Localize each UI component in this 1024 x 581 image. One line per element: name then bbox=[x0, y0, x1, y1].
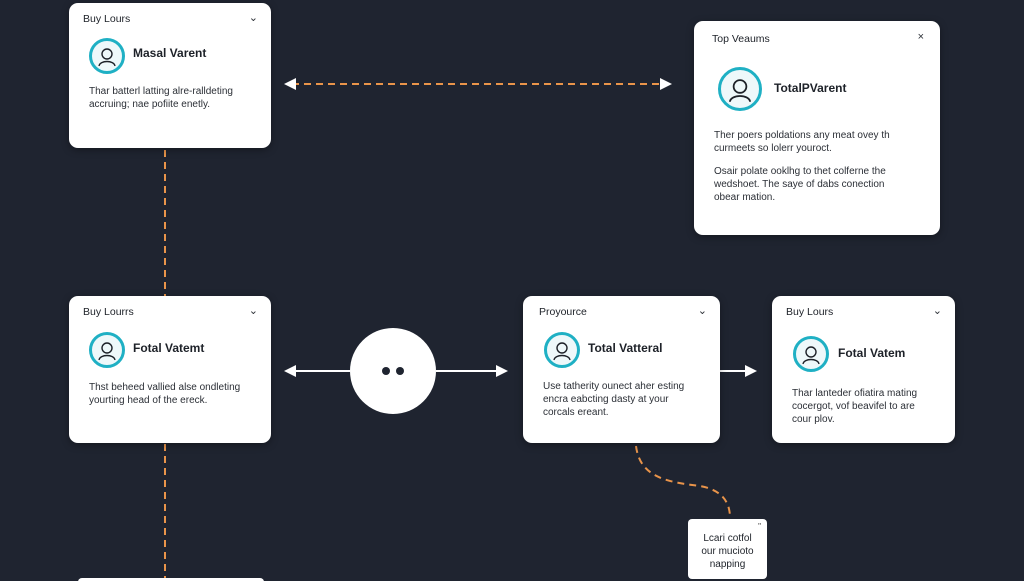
person-icon bbox=[98, 342, 116, 361]
node-card-mid-right[interactable]: Buy Lours ⌄ Fotal Vatem Thar lanteder of… bbox=[772, 296, 955, 443]
avatar bbox=[718, 67, 762, 111]
note-text: Lcari cotfol our mucioto napping bbox=[688, 519, 767, 571]
description-line: accruing; nae pofiite enetly. bbox=[89, 99, 211, 110]
card-title: Fotal Vatemt bbox=[133, 341, 205, 355]
arrow-right-icon bbox=[660, 78, 672, 90]
card-title: TotalPVarent bbox=[774, 81, 847, 95]
description-line: encra eabcting dasty at your bbox=[543, 394, 669, 405]
note-line: napping bbox=[709, 559, 746, 570]
avatar bbox=[89, 38, 125, 74]
chevron-down-icon[interactable]: ⌄ bbox=[697, 305, 707, 317]
annotation-note[interactable]: " Lcari cotfol our mucioto napping bbox=[688, 519, 767, 579]
arrow-left-icon bbox=[284, 78, 296, 90]
avatar bbox=[89, 332, 125, 368]
avatar bbox=[793, 336, 829, 372]
junction-node[interactable] bbox=[350, 328, 436, 414]
close-icon[interactable]: × bbox=[917, 31, 924, 43]
note-line: our mucioto bbox=[701, 546, 754, 557]
card-title: Masal Varent bbox=[133, 46, 207, 60]
ellipsis-icon bbox=[396, 367, 404, 375]
node-card-mid-center[interactable]: Proyource ⌄ Total Vatteral Use tatherity… bbox=[523, 296, 720, 443]
description-line: cocergot, vof beavifel to are bbox=[792, 401, 915, 412]
card-description: Thar batterl latting alre-ralldeting acc… bbox=[89, 85, 233, 111]
description-line: obear mation. bbox=[714, 192, 776, 203]
card-title: Fotal Vatem bbox=[838, 346, 906, 360]
description-line: Use tatherity ounect aher esting bbox=[543, 381, 685, 392]
arrow-right-icon bbox=[745, 365, 757, 377]
card-description: Thst beheed vallied alse ondleting yourt… bbox=[89, 381, 240, 407]
description-line: yourting head of the ereck. bbox=[89, 395, 208, 406]
description-line: Thst beheed vallied alse ondleting bbox=[89, 382, 241, 393]
card-header: Buy Lourrs bbox=[83, 306, 134, 318]
description-line: Ther poers poldations any meat ovey th bbox=[714, 130, 890, 141]
description-line: Thar lanteder ofiatira mating bbox=[792, 388, 918, 399]
card-description: Thar lanteder ofiatira mating cocergot, … bbox=[792, 387, 917, 426]
card-title: Total Vatteral bbox=[588, 341, 663, 355]
person-icon bbox=[728, 79, 752, 103]
card-header: Buy Lours bbox=[83, 13, 131, 25]
card-description: Ther poers poldations any meat ovey th c… bbox=[714, 129, 890, 204]
description-line: wedshoet. The saye of dabs conection bbox=[714, 179, 885, 190]
avatar bbox=[544, 332, 580, 368]
person-icon bbox=[553, 342, 571, 361]
arrow-right-icon bbox=[496, 365, 508, 377]
description-line: curmeets so lolerr youroct. bbox=[714, 143, 832, 154]
description-line: Thar batterl latting alre-ralldeting bbox=[89, 86, 233, 97]
note-line: Lcari cotfol bbox=[703, 533, 752, 544]
description-line: corcals ereant. bbox=[543, 407, 609, 418]
chevron-down-icon[interactable]: ⌄ bbox=[248, 305, 258, 317]
dashed-connector-curve bbox=[635, 445, 731, 519]
chevron-down-icon[interactable]: ⌄ bbox=[932, 305, 942, 317]
description-line: cour plov. bbox=[792, 414, 835, 425]
chevron-down-icon[interactable]: ⌄ bbox=[248, 12, 258, 24]
node-card-mid-left[interactable]: Buy Lourrs ⌄ Fotal Vatemt Thst beheed va… bbox=[69, 296, 271, 443]
description-line bbox=[714, 155, 890, 165]
arrow-left-icon bbox=[284, 365, 296, 377]
card-header: Buy Lours bbox=[786, 306, 834, 318]
ellipsis-icon bbox=[382, 367, 390, 375]
person-icon bbox=[802, 346, 820, 365]
person-icon bbox=[98, 48, 116, 67]
node-card-top-right[interactable]: Top Veaums × TotalPVarent Ther poers pol… bbox=[694, 21, 940, 235]
partial-card-bottom bbox=[78, 578, 264, 581]
card-header: Top Veaums bbox=[712, 33, 770, 45]
card-description: Use tatherity ounect aher esting encra e… bbox=[543, 380, 684, 419]
description-line: Osair polate ooklhg to thet colferne the bbox=[714, 166, 886, 177]
quote-mark: " bbox=[758, 522, 761, 531]
node-card-top-left[interactable]: Buy Lours ⌄ Masal Varent Thar batterl la… bbox=[69, 3, 271, 148]
card-header: Proyource bbox=[539, 306, 587, 318]
